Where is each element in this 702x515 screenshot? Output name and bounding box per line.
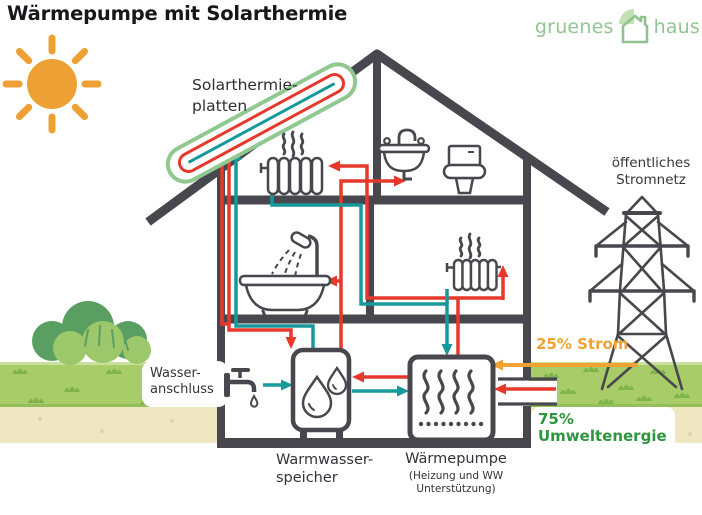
toilet-icon (442, 144, 487, 199)
environment-share-line1: 75% (538, 410, 574, 428)
bush-icon (32, 301, 151, 365)
logo-word-2: haus (653, 16, 700, 38)
water-connection-line2: anschluss (150, 382, 214, 397)
heat-pump-label-sub2: Unterstützung) (416, 482, 496, 495)
power-pylon-icon (588, 195, 696, 391)
water-tank-icon (290, 347, 352, 440)
brand-logo: gruenes haus (535, 7, 700, 47)
heating-return-pipe (270, 190, 453, 356)
page-title: Wärmepumpe mit Solarthermie (7, 2, 348, 25)
storage-tank-label: Warmwasser- speicher (276, 451, 373, 487)
electricity-share-label: 25% Strom (536, 335, 629, 353)
power-grid-label-line1: öffentliches (611, 155, 691, 171)
radiator-icon (445, 232, 501, 292)
power-grid-label-line2: Stromnetz (616, 171, 686, 188)
sink-icon (377, 128, 431, 181)
bathtub-shower-icon (238, 231, 332, 321)
power-grid-label: öffentliches Stromnetz (601, 155, 701, 188)
air-duct (494, 377, 557, 406)
leaf-house-icon (618, 9, 648, 44)
environment-share-label: 75% Umweltenergie (531, 407, 675, 450)
cold-water-pipes (230, 148, 453, 397)
solar-panel-label-line2: platten (192, 97, 248, 115)
storage-tank-label-line1: Warmwasser- (276, 452, 374, 468)
water-connection-line1: Wasser- (150, 366, 201, 381)
heat-pump-icon (407, 354, 496, 443)
heat-waves-icon (281, 130, 305, 158)
water-connection-label: Wasser- anschluss (142, 361, 222, 403)
heat-pump-label-title: Wärmepumpe (405, 451, 507, 467)
heat-waves-icon (458, 232, 482, 260)
dhw-pipe-to-sink (339, 175, 406, 352)
solar-panel-label: Solarthermie- platten (192, 75, 298, 117)
solar-panel-icon (165, 62, 358, 184)
heat-pump-label: Wärmepumpe (Heizung und WW Unterstützung… (392, 451, 520, 495)
water-drop-icon (301, 365, 348, 419)
radiator-icon (259, 130, 324, 196)
solar-pipe-cold-up (230, 148, 315, 351)
solar-pipe-hot-to-tank (227, 150, 297, 349)
solar-panel-label-line1: Solarthermie- (192, 76, 298, 94)
storage-tank-label-line2: speicher (276, 470, 338, 486)
heat-pump-label-sub: (Heizung und WW Unterstützung) (392, 470, 520, 495)
solar-pipe-hot-return (220, 152, 229, 326)
logo-word-1: gruenes (534, 16, 614, 38)
heat-pump-label-sub1: (Heizung und WW (408, 470, 504, 482)
water-tap-icon (224, 368, 259, 408)
environment-share-line2: Umweltenergie (538, 427, 667, 445)
heating-supply-to-radiator1 (328, 160, 503, 300)
hot-water-pipes (220, 150, 556, 395)
roof (145, 49, 610, 226)
sun-icon (2, 34, 102, 134)
